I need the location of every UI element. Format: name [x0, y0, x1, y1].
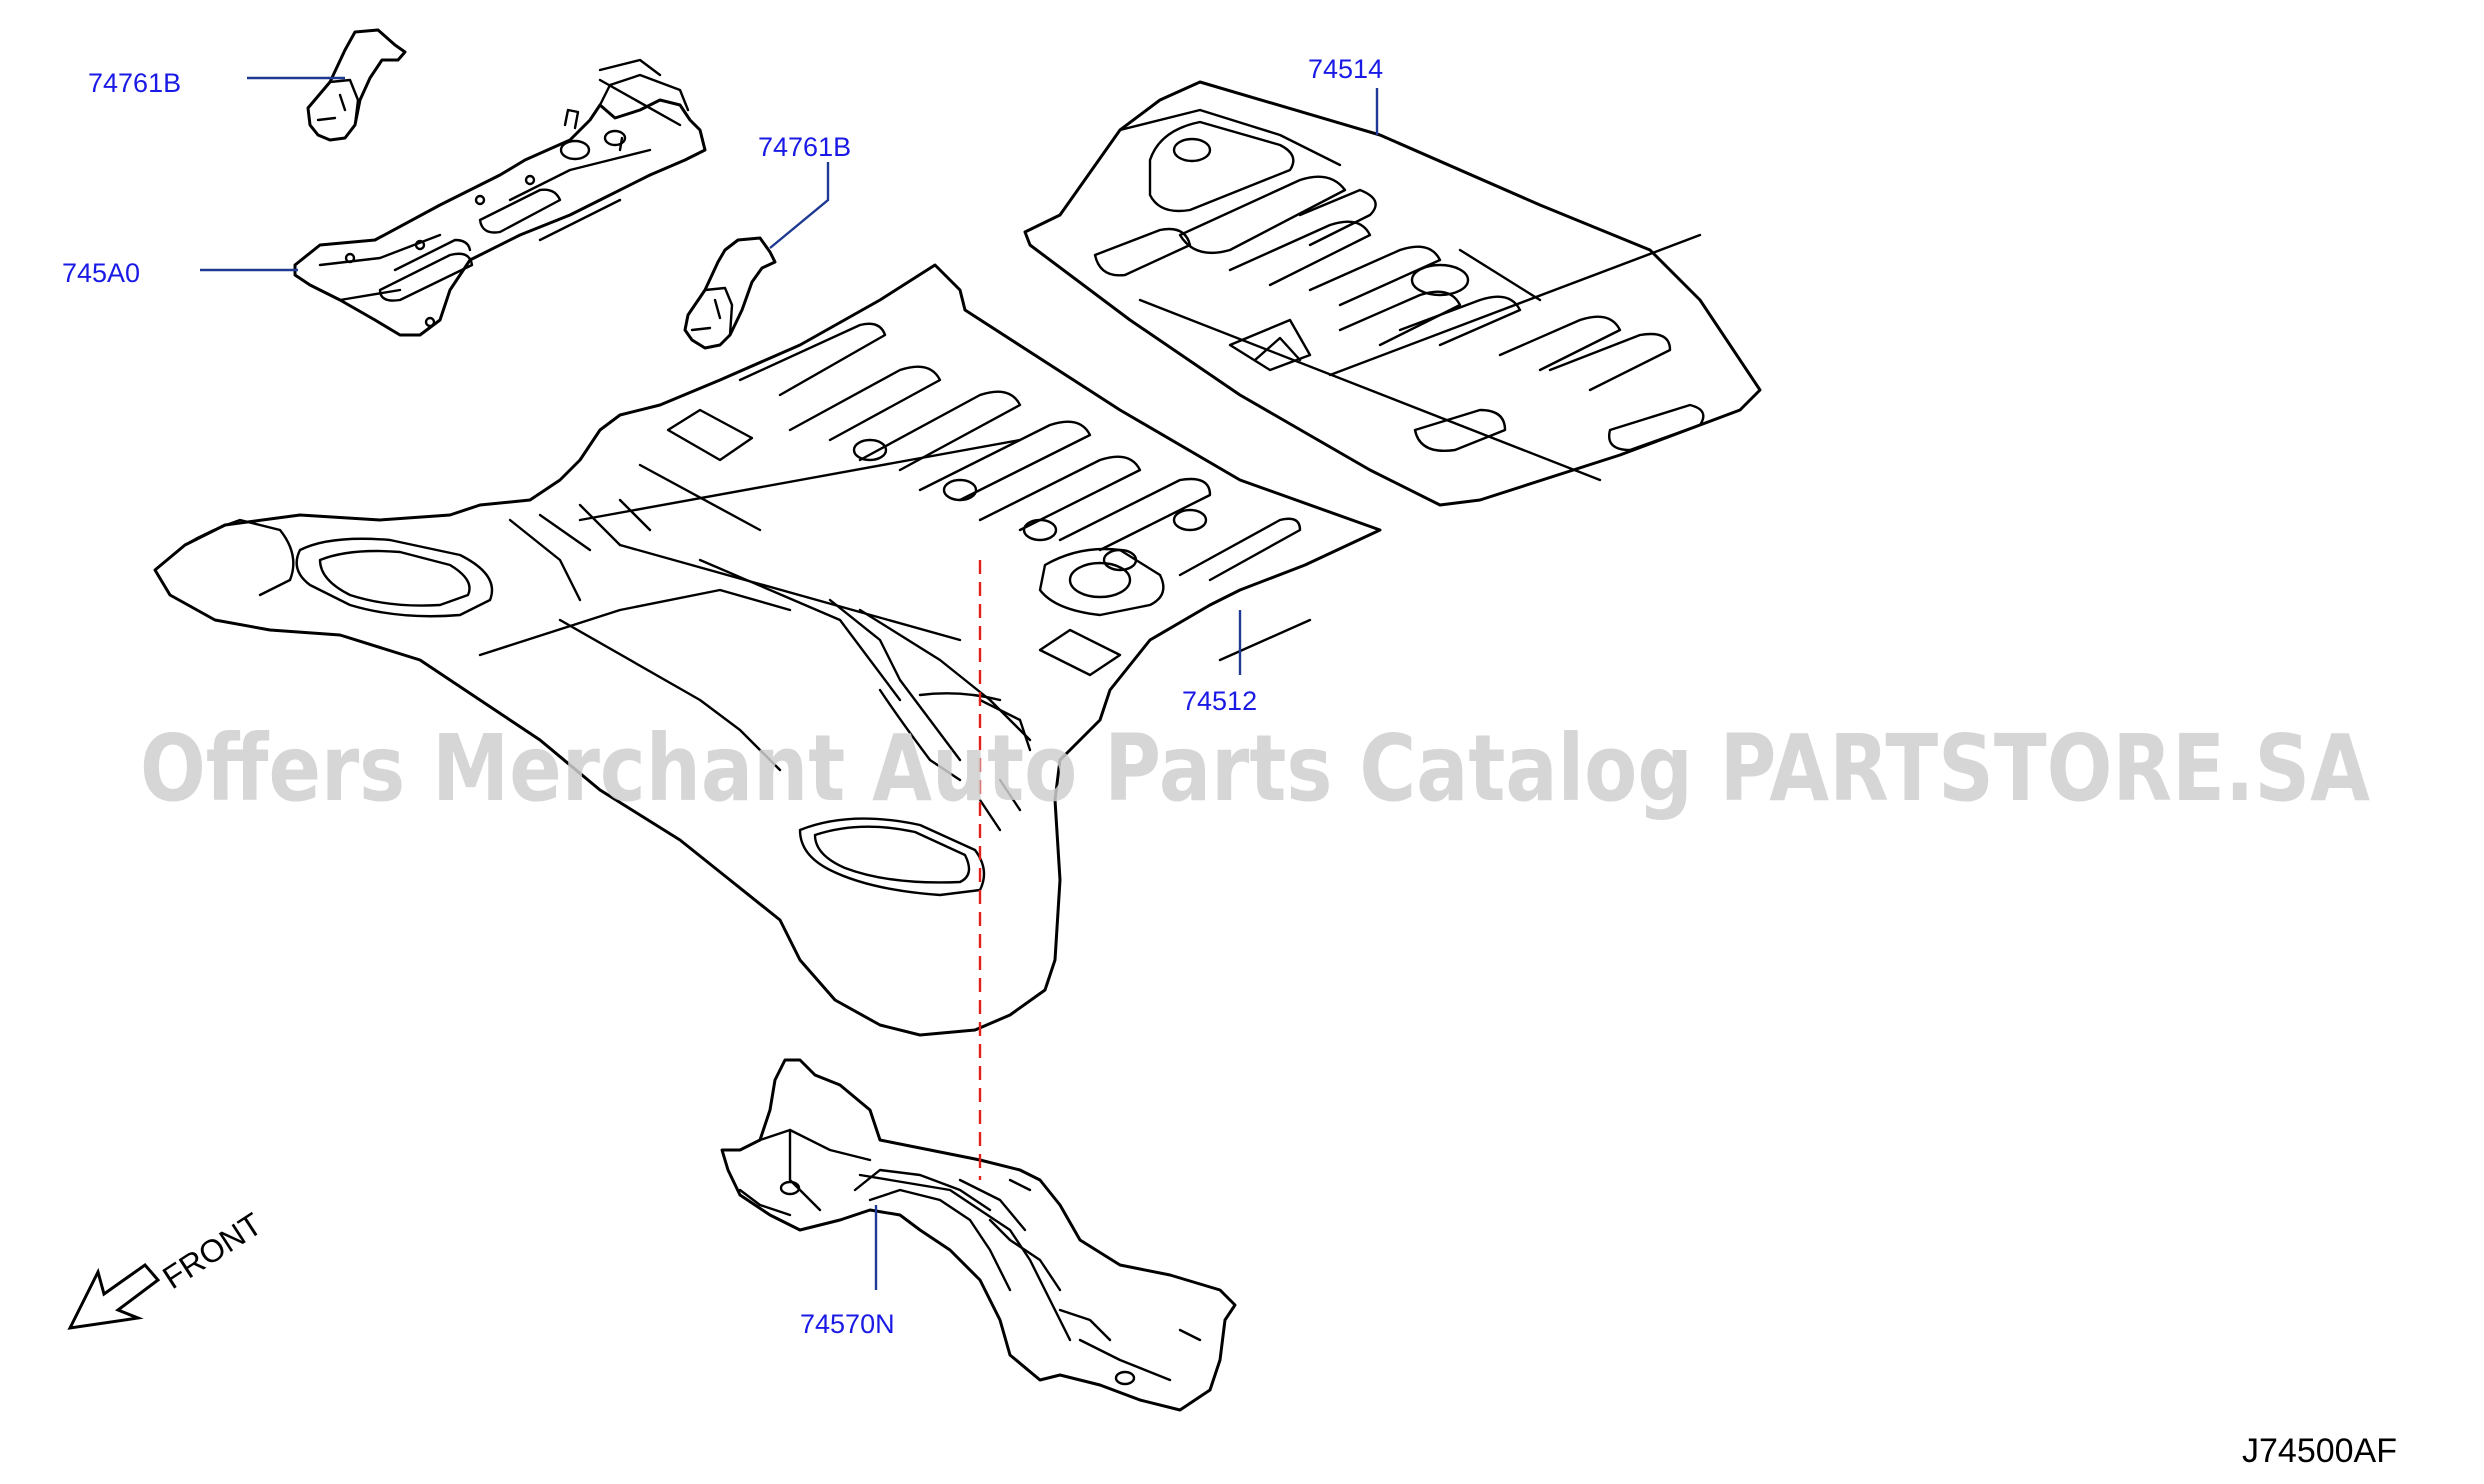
watermark-text: Offers Merchant Auto Parts Catalog PARTS… — [140, 715, 2370, 822]
callout-74761b-middle[interactable]: 74761B — [758, 132, 851, 162]
bracket-74761b-top[interactable] — [306, 28, 407, 142]
leader-lines — [200, 76, 1379, 1290]
diagram-code: J74500AF — [2242, 1432, 2397, 1470]
callout-74514[interactable]: 74514 — [1308, 54, 1383, 84]
front-direction-indicator: FRONT — [67, 1206, 268, 1330]
floor-panel-74512[interactable] — [153, 263, 1382, 1037]
cross-member-74570n[interactable] — [720, 1058, 1237, 1412]
callout-labels: 74761B 745A0 74761B 74514 74512 74570N — [62, 54, 1383, 1339]
callout-745a0[interactable]: 745A0 — [62, 258, 140, 288]
leader-74761b-mid — [769, 162, 830, 249]
front-label: FRONT — [156, 1206, 268, 1296]
callout-74570n[interactable]: 74570N — [800, 1309, 895, 1339]
front-arrow-icon — [67, 1262, 161, 1330]
rear-floor-panel-74514[interactable] — [1023, 80, 1762, 507]
callout-74512[interactable]: 74512 — [1182, 686, 1257, 716]
bracket-74761b-middle[interactable] — [683, 236, 777, 350]
reinforcement-745a0[interactable] — [293, 58, 707, 337]
callout-74761b-top[interactable]: 74761B — [88, 68, 181, 98]
